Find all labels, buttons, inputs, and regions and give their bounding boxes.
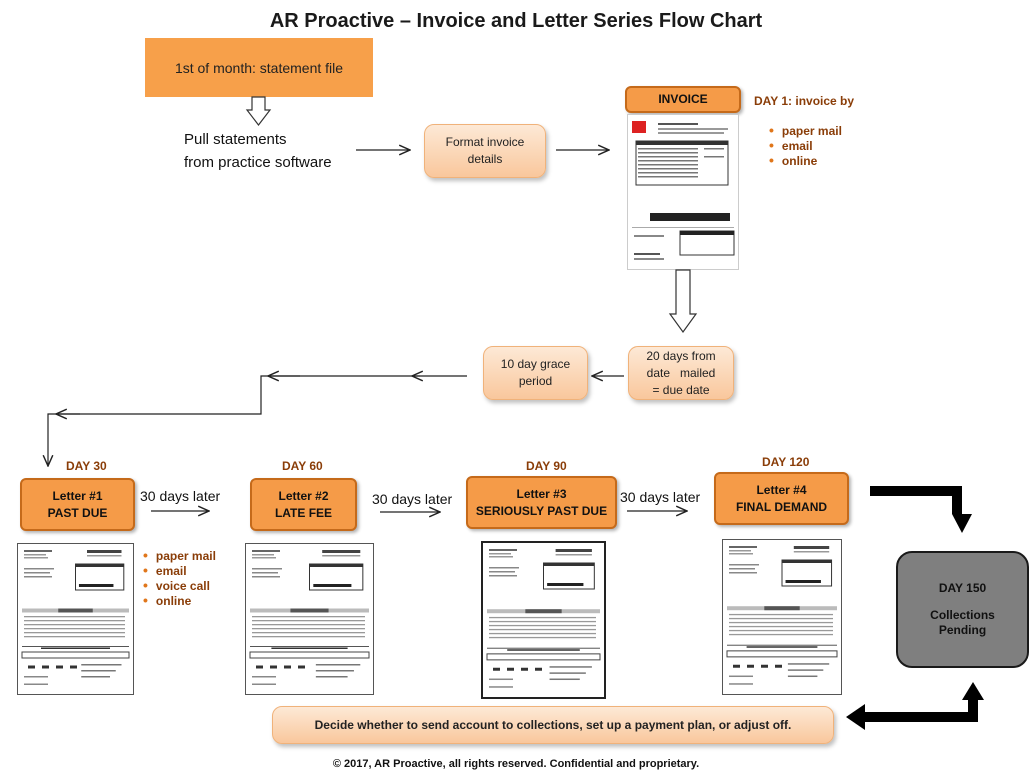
letter2-document-image (245, 543, 374, 695)
letter2-title: Letter #2 (278, 488, 329, 503)
letter1-method: voice call (143, 578, 216, 593)
collections-day: DAY 150 (938, 581, 987, 595)
collections-pending-box: DAY 150 Collections Pending (896, 551, 1029, 668)
letter1-method: online (143, 593, 216, 608)
letter2-box: Letter #2 LATE FEE (250, 478, 357, 531)
invoice-method: online (769, 153, 842, 168)
invoice-method: paper mail (769, 123, 842, 138)
letter1-document-image (17, 543, 134, 695)
due-line-3: = due date (652, 382, 710, 397)
due-line-2: date mailed (646, 365, 716, 380)
grace-line-1: 10 day grace (500, 357, 571, 371)
pull-statements-text: Pull statements from practice software (184, 128, 332, 174)
letter2-subtitle: LATE FEE (274, 505, 333, 520)
letter2-document-art (249, 550, 370, 685)
due-date-box: 20 days from date mailed = due date (628, 346, 734, 400)
letter3-document-art (486, 549, 601, 688)
invoice-method: email (769, 138, 842, 153)
letter4-box: Letter #4 FINAL DEMAND (714, 472, 849, 525)
pull-line-1: Pull statements (184, 131, 287, 148)
later-label-2: 30 days later (372, 491, 453, 507)
letter4-document-image (722, 539, 842, 695)
later-label-3: 30 days later (620, 489, 701, 505)
invoice-day-label: DAY 1: invoice by (754, 94, 855, 108)
letter4-title: Letter #4 (756, 482, 807, 497)
later-label-1: 30 days later (140, 488, 221, 504)
statement-file-box: 1st of month: statement file (145, 38, 373, 97)
collections-line-1: Collections (930, 608, 995, 622)
invoice-document-art (632, 121, 735, 260)
footer-copyright: © 2017, AR Proactive, all rights reserve… (332, 758, 700, 770)
thick-arrow-to-collections (870, 486, 972, 533)
letter4-subtitle: FINAL DEMAND (735, 499, 828, 514)
down-arrow-statement (245, 96, 272, 126)
letter1-document-art (21, 550, 130, 685)
invoice-label: INVOICE (625, 86, 741, 113)
format-line-1: Format invoice (445, 135, 525, 149)
thick-arrow-to-decide (846, 682, 984, 730)
letter3-subtitle: SERIOUSLY PAST DUE (475, 503, 608, 518)
grace-period-box: 10 day grace period (483, 346, 588, 400)
letter3-document-image (481, 541, 606, 699)
grace-line-2: period (518, 374, 553, 388)
page-title: AR Proactive – Invoice and Letter Series… (269, 10, 763, 32)
letter3-title: Letter #3 (516, 486, 567, 501)
pull-line-2: from practice software (184, 154, 332, 171)
letter1-subtitle: PAST DUE (47, 505, 108, 520)
invoice-document-image (627, 114, 739, 270)
letter1-box: Letter #1 PAST DUE (20, 478, 135, 531)
letter1-method: paper mail (143, 548, 216, 563)
letter1-title: Letter #1 (52, 488, 103, 503)
letter2-day: DAY 60 (282, 459, 323, 473)
letter1-day: DAY 30 (66, 459, 107, 473)
letter3-box: Letter #3 SERIOUSLY PAST DUE (466, 476, 617, 529)
decide-box: Decide whether to send account to collec… (272, 706, 834, 744)
letter1-method: email (143, 563, 216, 578)
arrow-grace-path (48, 375, 467, 466)
letter3-day: DAY 90 (526, 459, 567, 473)
due-line-1: 20 days from (646, 348, 716, 363)
format-invoice-box: Format invoice details (424, 124, 546, 178)
letter4-document-art (726, 546, 838, 685)
letter1-methods-list: paper mail email voice call online (143, 548, 216, 608)
letter4-day: DAY 120 (762, 455, 810, 469)
invoice-methods-list: paper mail email online (769, 123, 842, 168)
collections-line-2: Pending (938, 623, 987, 637)
format-line-2: details (467, 152, 503, 166)
down-arrow-invoice (668, 269, 698, 334)
